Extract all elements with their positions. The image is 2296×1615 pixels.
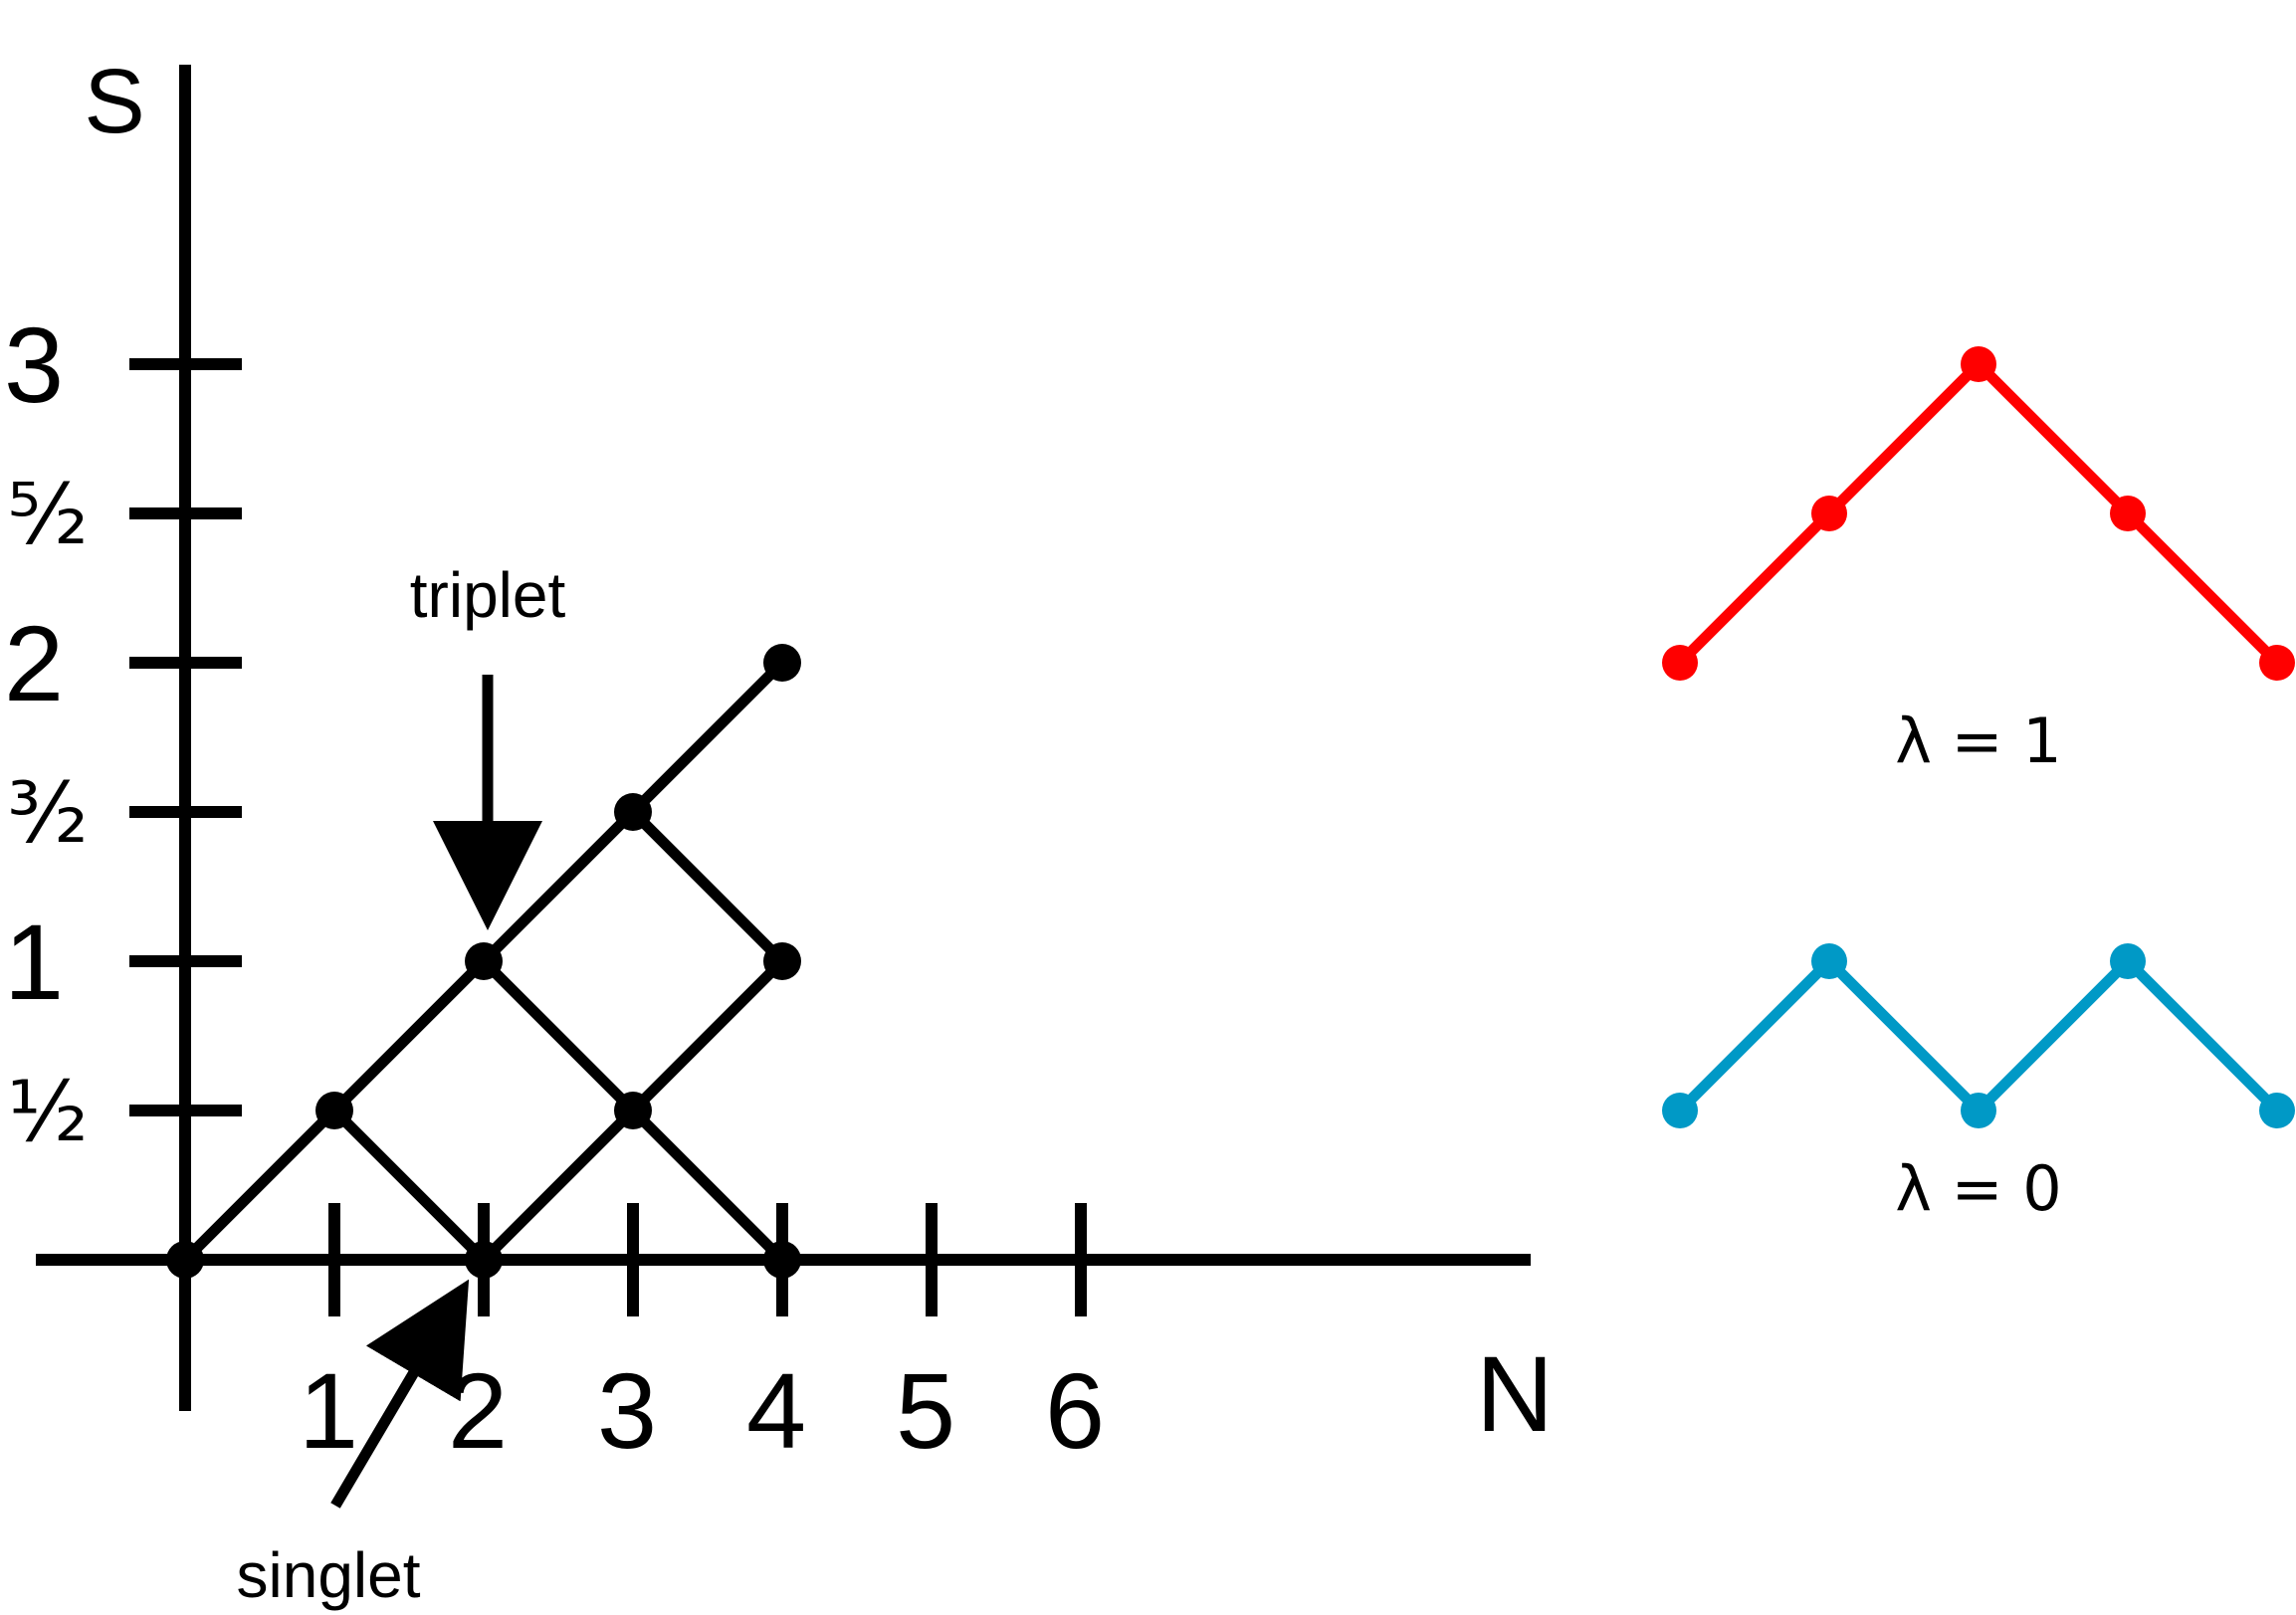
spin-path-node	[2259, 1093, 2295, 1128]
spin-path-line	[1676, 358, 2281, 667]
lattice-node	[763, 1241, 801, 1279]
y-tick-label: 3	[4, 304, 64, 425]
x-tick-label: 4	[746, 1350, 806, 1471]
singlet-arrow	[330, 1279, 470, 1509]
lattice-edge	[328, 1105, 490, 1266]
lattice-node	[465, 942, 503, 980]
lattice-edge	[627, 657, 788, 818]
x-tick-label: 5	[896, 1350, 955, 1471]
y-tick-label: 1	[4, 902, 64, 1022]
lattice-edge	[478, 955, 639, 1116]
x-axis-title: N	[1476, 1333, 1554, 1454]
x-tick-label: 3	[597, 1350, 657, 1471]
lattice-edges	[179, 657, 788, 1266]
spin-path: λ = 0	[1662, 943, 2295, 1225]
lattice-nodes	[166, 644, 801, 1279]
triplet-label: triplet	[410, 559, 566, 631]
spin-path-node	[1961, 1093, 1996, 1128]
lattice-edge	[328, 955, 490, 1116]
lattice-node	[763, 942, 801, 980]
y-axis-ticks: ½ 1 ³⁄₂ 2 ⁵⁄₂ 3	[4, 304, 242, 1160]
singlet-label: singlet	[237, 1539, 421, 1611]
spin-path-node	[1811, 496, 1847, 531]
lattice-node	[315, 1092, 353, 1129]
y-tick-label: ½	[7, 1063, 88, 1160]
spin-paths: λ = 1 λ = 0	[1662, 346, 2295, 1225]
y-axis-title: S	[84, 51, 144, 152]
y-tick-label: ⁵⁄₂	[7, 466, 88, 563]
x-tick-label: 2	[448, 1350, 508, 1471]
spin-path-node	[1662, 1093, 1698, 1128]
lattice-edge	[179, 1105, 340, 1266]
lattice-node	[614, 1092, 652, 1129]
spin-path-node	[2110, 496, 2146, 531]
spin-path: λ = 1	[1662, 346, 2295, 777]
lattice-edge	[478, 806, 639, 967]
lattice-edge	[478, 1105, 639, 1266]
lambda-label: λ = 1	[1895, 705, 2062, 777]
lambda-label: λ = 0	[1895, 1152, 2062, 1225]
lattice-edge	[627, 1105, 788, 1266]
lattice-node	[763, 644, 801, 682]
spin-path-node	[2110, 943, 2146, 979]
lattice-node	[465, 1241, 503, 1279]
spin-path-node	[1811, 943, 1847, 979]
spin-path-node	[1961, 346, 1996, 382]
y-tick-label: 2	[4, 603, 64, 723]
lattice-node	[614, 793, 652, 831]
x-tick-label: 6	[1045, 1350, 1105, 1471]
x-tick-label: 1	[299, 1350, 358, 1471]
lattice-edge	[627, 806, 788, 967]
spin-path-node	[2259, 645, 2295, 681]
lattice-node	[166, 1241, 204, 1279]
y-tick-label: ³⁄₂	[7, 764, 88, 862]
spin-path-line	[1676, 955, 2281, 1116]
lattice-edge	[627, 955, 788, 1116]
spin-path-node	[1662, 645, 1698, 681]
